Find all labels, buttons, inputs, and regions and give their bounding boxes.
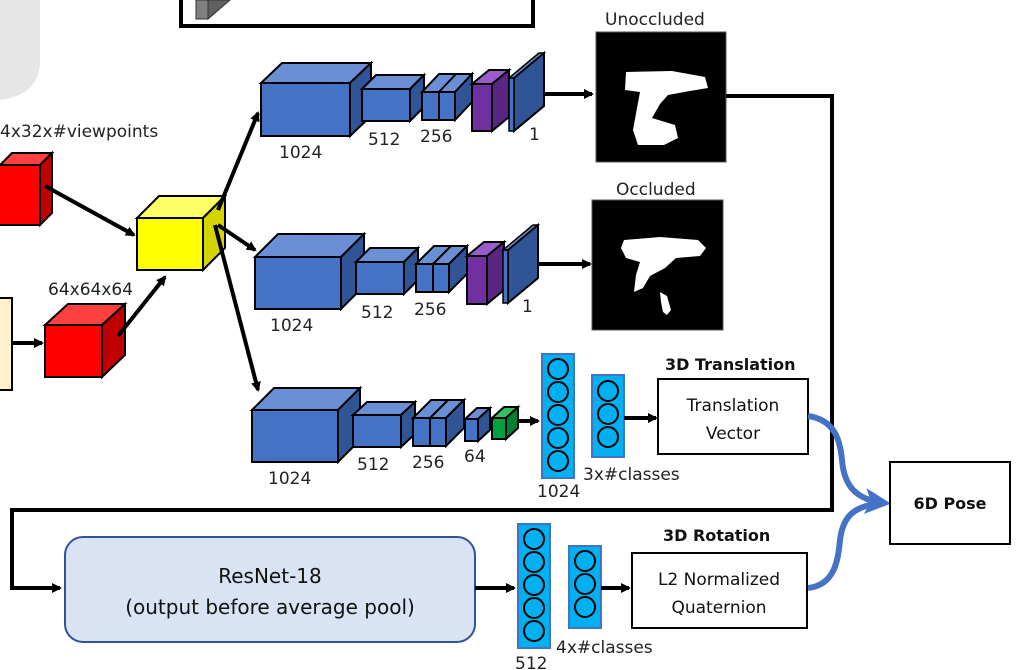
rotation-heading: 3D Rotation [663, 526, 770, 545]
occluded-label-256: 256 [414, 300, 446, 320]
quaternion-line2: Quaternion [671, 598, 766, 618]
arrow-viewpoint-to-fusion [44, 184, 136, 237]
faded-background-shape [0, 0, 40, 100]
conv-block-purple [469, 67, 512, 134]
unoccluded-label-1: 1 [529, 125, 540, 145]
quaternion-box [631, 552, 808, 629]
translation-fc-label-1024: 1024 [537, 482, 580, 502]
translation-to-pose-curve [807, 413, 891, 514]
translation-vector-line1: Translation [686, 396, 780, 416]
translation-heading: 3D Translation [665, 355, 796, 374]
conv-block-1 [500, 222, 541, 306]
occluded-label-512: 512 [361, 303, 393, 323]
unoccluded-label-512: 512 [368, 130, 400, 150]
unoccluded-mask-image [595, 31, 727, 163]
conv-block-64 [462, 405, 493, 444]
conv-block-512 [350, 399, 418, 450]
conv-block-1024 [252, 231, 367, 312]
translation-vector-box [657, 378, 809, 455]
translation-fc-label-classes: 3x#classes [583, 465, 680, 485]
voxel-volume-cube [42, 301, 128, 380]
conv-block-purple [464, 239, 507, 307]
conv-block-green [489, 404, 521, 442]
pose-output-box [889, 461, 1011, 545]
unoccluded-branch [258, 50, 547, 139]
arrow-fusion-to-unoccluded [216, 111, 260, 211]
conv-block-256 [410, 397, 467, 449]
translation-branch [249, 385, 521, 465]
conv-block-512 [353, 245, 421, 297]
translation-label-256: 256 [412, 453, 444, 473]
conv-block-1 [506, 50, 547, 134]
unoccluded-title: Unoccluded [605, 10, 705, 30]
resnet-subtitle: (output before average pool) [125, 595, 415, 619]
conv-block-512 [359, 72, 427, 124]
rotation-fc-512 [517, 523, 551, 649]
conv-block-1024 [258, 60, 374, 139]
resnet-title: ResNet-18 [218, 564, 322, 588]
fusion-cube [134, 193, 228, 273]
rotation-fc-label-classes: 4x#classes [556, 638, 653, 658]
arrow-fusion-to-translation [213, 224, 261, 392]
viewpoint-volume-cube [0, 150, 55, 228]
translation-fc-classes [591, 374, 625, 458]
pose-output-label: 6D Pose [913, 494, 986, 513]
mask-to-resnet-connector [10, 94, 834, 593]
input-panel [0, 297, 13, 391]
occluded-label-1: 1 [522, 297, 533, 317]
translation-label-1024: 1024 [268, 469, 311, 489]
occluded-label-1024: 1024 [270, 316, 313, 336]
translation-fc-1024 [541, 353, 575, 479]
conv-block-256 [413, 243, 470, 295]
translation-label-64: 64 [464, 447, 486, 467]
resnet-backbone [64, 536, 476, 643]
translation-label-512: 512 [357, 455, 389, 475]
voxel-volume-label: 64x64x64 [48, 280, 133, 300]
unoccluded-label-1024: 1024 [279, 143, 322, 163]
conv-block-1024 [249, 385, 363, 465]
occluded-branch [252, 222, 541, 312]
arrow-voxel-to-fusion [116, 275, 167, 338]
quaternion-line1: L2 Normalized [658, 570, 780, 590]
viewpoint-volume-label: 4x32x#viewpoints [0, 122, 158, 142]
unoccluded-label-256: 256 [420, 127, 452, 147]
arrow-fusion-to-occluded [216, 223, 257, 252]
cropped-top-box [179, 0, 535, 28]
occluded-title: Occluded [616, 180, 696, 200]
rotation-fc-classes [568, 545, 602, 629]
rotation-fc-label-512: 512 [515, 654, 547, 670]
conv-block-256 [419, 71, 475, 123]
rotation-to-pose-curve [807, 500, 886, 591]
translation-vector-line2: Vector [706, 424, 760, 444]
occluded-mask-image [591, 199, 724, 331]
